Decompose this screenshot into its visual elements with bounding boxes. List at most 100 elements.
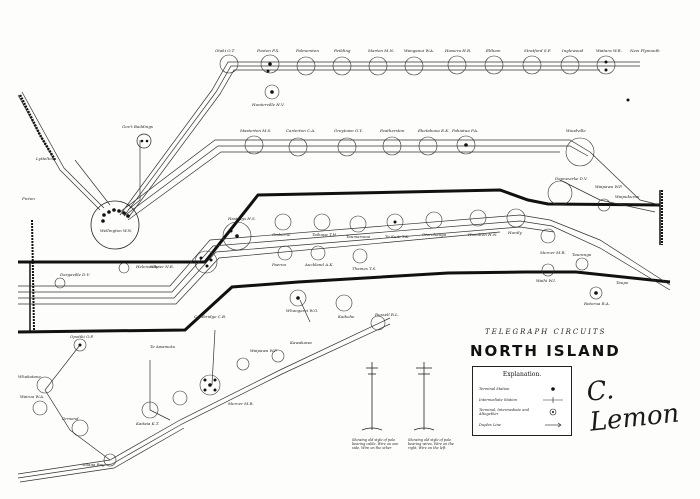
station-dannevirke[interactable] bbox=[547, 180, 573, 206]
station-kawakawa[interactable] bbox=[236, 357, 250, 371]
station-label: Carterton C.A. bbox=[286, 128, 315, 133]
station-wellington[interactable]: Wellington W.N. bbox=[90, 200, 140, 250]
station-label: Waihi W.I. bbox=[536, 278, 556, 283]
station-label: Palmerston bbox=[295, 48, 319, 53]
station-foxton[interactable] bbox=[260, 54, 280, 74]
legend-symbols bbox=[543, 387, 563, 428]
station-te-kuiti[interactable] bbox=[386, 213, 404, 231]
station-label: Hastings H.S. bbox=[227, 216, 256, 221]
station-label: Taupo bbox=[616, 280, 629, 285]
station-label: Masterton M.S. bbox=[239, 128, 272, 133]
station-cambridge[interactable] bbox=[199, 374, 221, 396]
station-dargaville[interactable] bbox=[54, 277, 66, 289]
station-waitara[interactable] bbox=[596, 55, 616, 75]
station-label: Hunterville H.V. bbox=[251, 102, 285, 107]
station-whangarei[interactable] bbox=[289, 289, 307, 307]
station-napier[interactable] bbox=[194, 250, 218, 274]
station-te-awamutu[interactable] bbox=[172, 390, 188, 406]
station-label: Feilding bbox=[333, 48, 351, 53]
station-auckland[interactable] bbox=[310, 245, 326, 261]
station-taihape[interactable] bbox=[313, 213, 331, 231]
label: Gov't Buildings bbox=[122, 124, 153, 129]
station-wairoa[interactable] bbox=[32, 400, 48, 416]
station-label: Hawera H.R. bbox=[444, 48, 471, 53]
station-hamilton[interactable] bbox=[469, 209, 487, 227]
station-huntly[interactable] bbox=[506, 208, 526, 228]
station-label: Greytown G.Y. bbox=[334, 128, 363, 133]
station-label: Tauranga bbox=[572, 252, 592, 257]
station-russell[interactable] bbox=[370, 315, 386, 331]
station-label: Taumarunui bbox=[346, 234, 371, 239]
station-tauranga[interactable] bbox=[575, 257, 589, 271]
station-hastings[interactable] bbox=[222, 221, 252, 251]
station-label: Ormond bbox=[62, 416, 79, 421]
station-woodville[interactable] bbox=[565, 137, 595, 167]
station-label: Eltham bbox=[485, 48, 501, 53]
station-label: Paeroa bbox=[271, 262, 287, 267]
station-label: Wanganui W.A. bbox=[404, 48, 434, 53]
station-label: Waipukurau bbox=[615, 194, 640, 199]
station-helensville[interactable] bbox=[118, 262, 130, 274]
map-subtitle: TELEGRAPH CIRCUITS bbox=[485, 328, 607, 336]
station-rotorua[interactable] bbox=[589, 286, 603, 300]
station-whakatane[interactable] bbox=[36, 376, 54, 394]
legend-title: Explanation. bbox=[502, 371, 542, 378]
station-featherston[interactable] bbox=[382, 136, 402, 156]
station-label: Otorohanga bbox=[422, 232, 447, 237]
station-kaikohe[interactable] bbox=[335, 294, 353, 312]
station-label: Mercer M.R. bbox=[227, 401, 254, 406]
station-eltham[interactable] bbox=[484, 55, 504, 75]
coast-line bbox=[18, 188, 661, 264]
station-waihi[interactable] bbox=[541, 263, 555, 277]
station-ormond[interactable] bbox=[71, 419, 89, 437]
station-masterton[interactable] bbox=[244, 135, 264, 155]
station-label: Opotiki O.P. bbox=[70, 334, 94, 339]
pole-note: Showing old style of pole bearing cable,… bbox=[352, 438, 399, 450]
signature: C. Lemon bbox=[585, 375, 681, 438]
station-wanganui[interactable] bbox=[404, 56, 424, 76]
station-hunterville[interactable] bbox=[264, 84, 280, 100]
station-pahiatua[interactable] bbox=[456, 135, 476, 155]
legend-label: Intermediate Station bbox=[479, 398, 517, 402]
station-carterton[interactable] bbox=[288, 137, 308, 157]
station-label: Taihape T.H. bbox=[312, 232, 337, 237]
station-paeroa[interactable] bbox=[277, 245, 293, 261]
station-opotiki[interactable] bbox=[73, 338, 87, 352]
station-tolaga-bay[interactable] bbox=[103, 453, 117, 467]
legend-item: Terminal, Intermediate and Altogether bbox=[479, 408, 534, 416]
station-feilding[interactable] bbox=[332, 56, 352, 76]
station-waipukurau[interactable] bbox=[597, 198, 611, 212]
station-label: Marton M.N. bbox=[367, 48, 394, 53]
circle-dot-icon bbox=[549, 408, 557, 416]
station-gisborne[interactable] bbox=[274, 213, 292, 231]
station-label: Kawakawa bbox=[289, 340, 312, 345]
station-label: Dargaville D.V. bbox=[59, 272, 91, 277]
station-otorohanga[interactable] bbox=[425, 211, 443, 229]
station-govt-buildings[interactable]: Gov't Buildings bbox=[122, 124, 153, 149]
station-taupo[interactable] bbox=[141, 401, 159, 419]
station-mercer[interactable] bbox=[540, 228, 556, 244]
station-label: Mercer M.R. bbox=[539, 250, 566, 255]
station-label: Tolaga Bay bbox=[82, 462, 105, 467]
station-label: Woodville bbox=[566, 128, 586, 133]
station-eketahuna[interactable] bbox=[418, 136, 438, 156]
legend-label: Terminal, Intermediate and Altogether bbox=[479, 408, 530, 416]
station-marton[interactable] bbox=[368, 56, 388, 76]
station-label: Dannevirke D.V. bbox=[554, 176, 588, 181]
station-thames[interactable] bbox=[352, 248, 368, 264]
station-otaki[interactable] bbox=[219, 54, 239, 74]
station-palmerston[interactable] bbox=[296, 56, 316, 76]
station-cambridge-b[interactable] bbox=[271, 349, 285, 363]
station-hawera[interactable] bbox=[447, 55, 467, 75]
map-title: NORTH ISLAND bbox=[470, 342, 621, 360]
station-label: Foxton F.X. bbox=[256, 48, 280, 53]
station-label: Featherston bbox=[379, 128, 405, 133]
station-inglewood[interactable] bbox=[560, 55, 580, 75]
station-stratford[interactable] bbox=[522, 55, 542, 75]
station-taumarunui[interactable] bbox=[349, 215, 367, 233]
station-greytown[interactable] bbox=[337, 137, 357, 157]
station-label: Waipawa W.P. bbox=[250, 348, 277, 353]
station-label: Whakatane bbox=[18, 374, 41, 379]
legend-item: Intermediate Station bbox=[479, 398, 517, 402]
